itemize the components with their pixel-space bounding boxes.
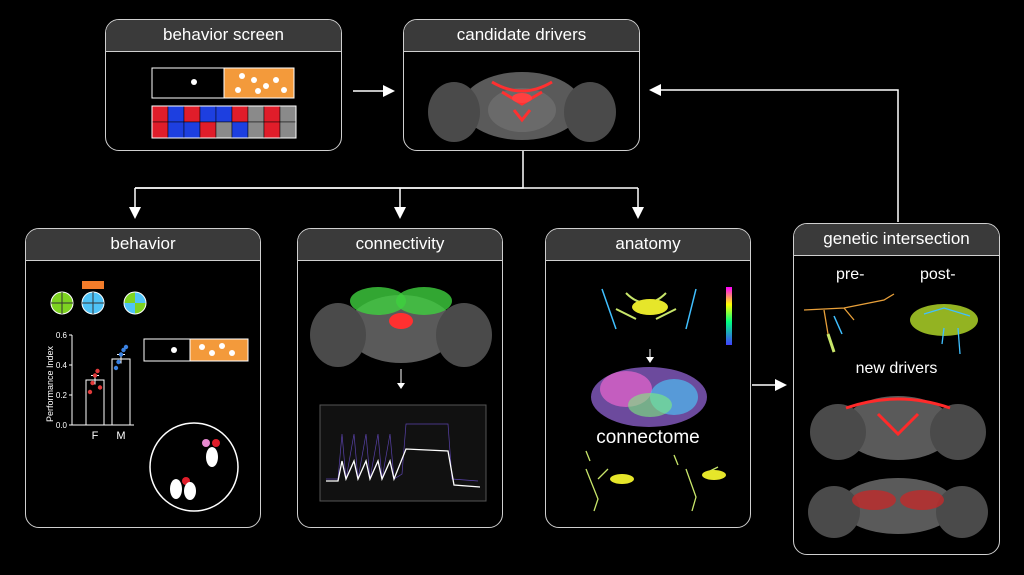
grid-cell: [247, 105, 265, 123]
data-point: [97, 385, 103, 390]
grid-cell: [151, 121, 169, 139]
data-point: [116, 359, 121, 365]
grid-cell: [279, 105, 297, 123]
chart-ylabel: Performance Index: [45, 345, 55, 423]
x-tick-label: F: [92, 430, 99, 442]
arrow-genetic-to-drivers: [649, 84, 899, 222]
y-tick-label: 0.4: [56, 361, 68, 370]
panel-title: genetic intersection: [794, 224, 999, 256]
grid-border: [151, 105, 297, 139]
data-point: [123, 344, 129, 350]
grid-cell: [231, 121, 249, 139]
arrow-drivers-split: [135, 150, 524, 189]
new-drivers-label: new drivers: [855, 360, 938, 377]
grid-cell: [199, 105, 217, 123]
grid-cell: [199, 121, 217, 139]
anatomy-illustration: [585, 287, 732, 512]
panel-title: behavior: [26, 229, 260, 261]
grid-cell: [231, 105, 249, 123]
screen-illustration: [151, 67, 297, 139]
panel-anatomy: anatomy connectome: [545, 228, 751, 528]
panel-behavior-screen: behavior screen: [105, 19, 342, 151]
data-point: [113, 365, 119, 371]
behavior-illustration: 0.0 0.2 0.4 0.6F M: [50, 281, 249, 512]
y-tick-label: 0.6: [56, 331, 68, 340]
performance-chart: 0.0 0.2 0.4 0.6F M: [56, 331, 134, 442]
data-point: [92, 373, 98, 378]
panel-title: candidate drivers: [404, 20, 639, 52]
connectome-label: connectome: [596, 427, 700, 448]
panel-title: anatomy: [546, 229, 750, 261]
data-point: [121, 347, 126, 353]
grid-cell: [183, 105, 201, 123]
grid-cell: [263, 121, 281, 139]
y-tick-label: 0.0: [56, 421, 68, 430]
x-tick-label: M: [116, 430, 125, 442]
panel-genetic-intersection: genetic intersection pre- post- new driv…: [793, 223, 1000, 555]
grid-cell: [183, 121, 201, 139]
data-point: [87, 389, 93, 395]
brain-image: [428, 72, 616, 142]
data-point: [90, 380, 95, 386]
grid-cell: [215, 105, 233, 123]
data-point: [95, 368, 100, 374]
panel-title: connectivity: [298, 229, 502, 261]
grid-cell: [167, 105, 185, 123]
post-label: post-: [920, 266, 956, 283]
pre-label: pre-: [836, 266, 865, 283]
screen-grid: [151, 105, 297, 139]
y-tick-label: 0.2: [56, 391, 68, 400]
grid-cell: [279, 121, 297, 139]
grid-cell: [167, 121, 185, 139]
connectivity-illustration: [310, 287, 492, 502]
panel-title: behavior screen: [106, 20, 341, 52]
panel-candidate-drivers: candidate drivers: [403, 19, 640, 151]
panel-connectivity: connectivity: [297, 228, 503, 528]
grid-cell: [215, 121, 233, 139]
genetic-illustration: [803, 293, 988, 538]
grid-cell: [151, 105, 169, 123]
grid-cell: [247, 121, 265, 139]
data-point: [118, 352, 124, 357]
grid-cell: [263, 105, 281, 123]
